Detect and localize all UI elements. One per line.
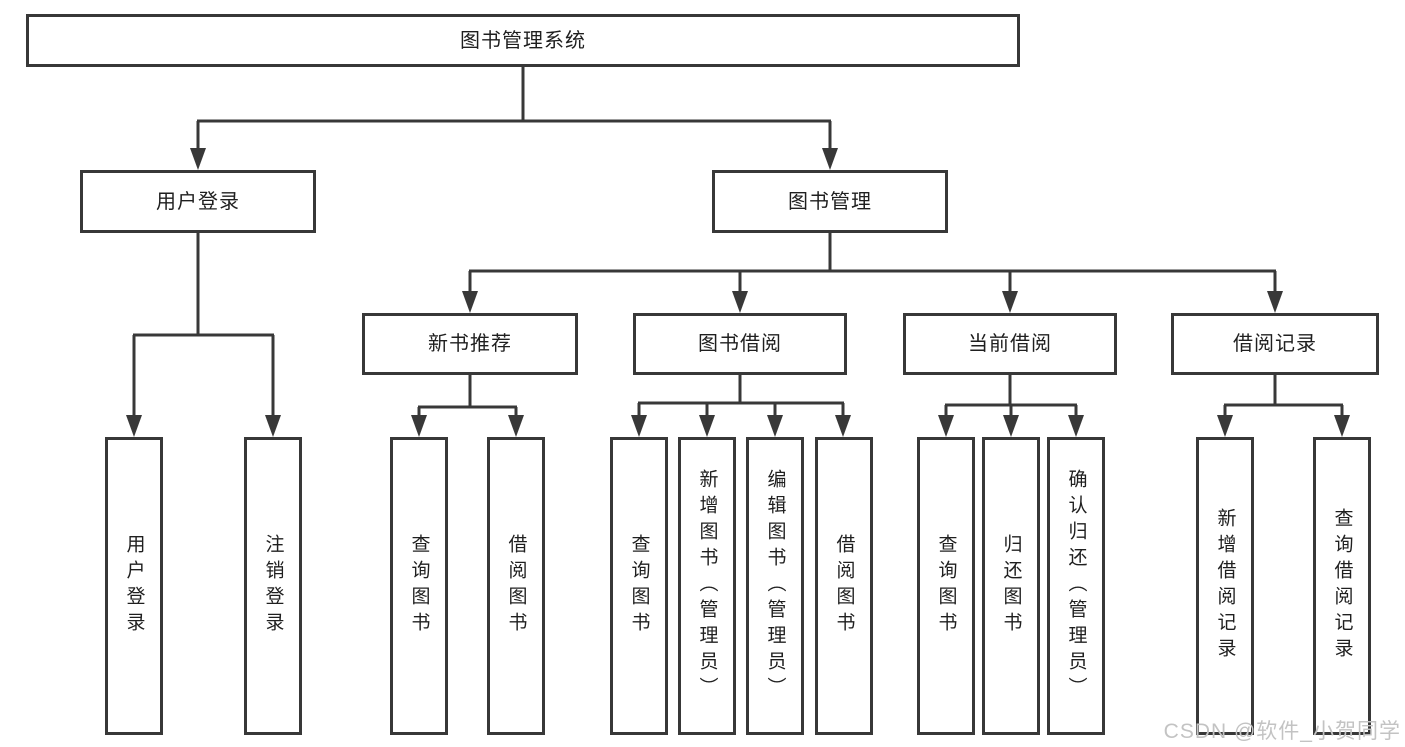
arrowheads-level3	[462, 291, 1283, 313]
node-cb-query-book-label: 查询图书	[935, 534, 957, 638]
node-cb-return-book: 归还图书	[982, 437, 1040, 735]
node-leaf-user-login: 用户登录	[105, 437, 163, 735]
arrowheads-current-borrow-children	[938, 415, 1084, 437]
connector-user-login-children	[132, 233, 275, 417]
node-book-mgmt: 图书管理	[712, 170, 948, 233]
node-user-login: 用户登录	[80, 170, 316, 233]
node-br-add-record: 新增借阅记录	[1196, 437, 1254, 735]
node-nbr-query-book: 查询图书	[390, 437, 448, 735]
node-borrow-records-label: 借阅记录	[1233, 333, 1317, 355]
connector-book-mgmt-children	[468, 233, 1277, 293]
node-leaf-user-login-label: 用户登录	[123, 534, 145, 638]
node-bb-add-book-label: 新增图书（管理员）	[696, 469, 718, 703]
node-cb-query-book: 查询图书	[917, 437, 975, 735]
connector-current-borrow-children	[944, 375, 1078, 417]
node-new-book-rec-label: 新书推荐	[428, 333, 512, 355]
node-book-borrow-label: 图书借阅	[698, 333, 782, 355]
node-cb-return-book-label: 归还图书	[1000, 534, 1022, 638]
node-new-book-rec: 新书推荐	[362, 313, 578, 375]
csdn-watermark: CSDN @软件_小贺同学	[1163, 720, 1401, 743]
connector-root-to-level2	[196, 67, 832, 150]
node-br-query-record: 查询借阅记录	[1313, 437, 1371, 735]
node-bb-borrow-book: 借阅图书	[815, 437, 873, 735]
node-cb-confirm-return-label: 确认归还（管理员）	[1065, 469, 1087, 703]
node-leaf-logout: 注销登录	[244, 437, 302, 735]
arrowheads-new-book-rec-children	[411, 415, 524, 437]
node-bb-edit-book-label: 编辑图书（管理员）	[764, 469, 786, 703]
node-bb-add-book: 新增图书（管理员）	[678, 437, 736, 735]
connector-new-book-rec-children	[417, 375, 518, 417]
node-book-borrow: 图书借阅	[633, 313, 847, 375]
node-bb-borrow-book-label: 借阅图书	[833, 534, 855, 638]
node-current-borrow: 当前借阅	[903, 313, 1117, 375]
node-root-label: 图书管理系统	[460, 29, 586, 52]
node-bb-query-book: 查询图书	[610, 437, 668, 735]
node-leaf-logout-label: 注销登录	[262, 534, 284, 638]
node-br-add-record-label: 新增借阅记录	[1214, 508, 1236, 664]
arrowheads-book-borrow-children	[631, 415, 851, 437]
node-user-login-label: 用户登录	[156, 190, 240, 213]
node-root: 图书管理系统	[26, 14, 1020, 67]
node-borrow-records: 借阅记录	[1171, 313, 1379, 375]
node-br-query-record-label: 查询借阅记录	[1331, 508, 1353, 664]
node-book-mgmt-label: 图书管理	[788, 190, 872, 213]
arrowheads-user-login-children	[126, 415, 281, 437]
node-cb-confirm-return: 确认归还（管理员）	[1047, 437, 1105, 735]
connector-borrow-records-children	[1223, 375, 1344, 417]
node-bb-query-book-label: 查询图书	[628, 534, 650, 638]
arrowheads-level2	[190, 148, 838, 170]
node-current-borrow-label: 当前借阅	[968, 333, 1052, 355]
node-nbr-borrow-book-label: 借阅图书	[505, 534, 527, 638]
node-nbr-query-book-label: 查询图书	[408, 534, 430, 638]
node-nbr-borrow-book: 借阅图书	[487, 437, 545, 735]
connector-book-borrow-children	[637, 375, 845, 417]
node-bb-edit-book: 编辑图书（管理员）	[746, 437, 804, 735]
arrowheads-borrow-records-children	[1217, 415, 1350, 437]
